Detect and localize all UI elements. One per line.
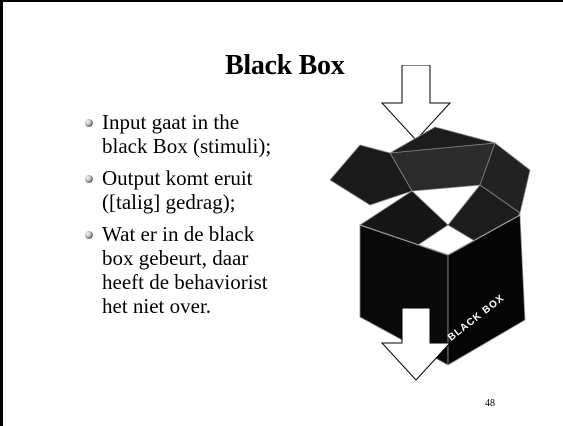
- bullet-line: Wat er in de black: [102, 222, 255, 246]
- bullet-line: ([talig] gedrag);: [102, 190, 236, 214]
- bullet-item-output: Output komt eruit ([talig] gedrag);: [82, 166, 322, 214]
- page-number: 48: [485, 398, 495, 409]
- output-arrow-icon: [380, 307, 452, 381]
- bullet-line: heeft de behaviorist: [102, 270, 268, 294]
- sphere-bullet-icon: [85, 175, 93, 183]
- input-arrow-icon: [380, 65, 452, 141]
- bullet-line: black Box (stimuli);: [102, 134, 272, 158]
- bullet-line: het niet over.: [102, 294, 212, 318]
- bullet-item-inside: Wat er in de black box gebeurt, daar hee…: [82, 222, 322, 318]
- bullet-line: box gebeurt, daar: [102, 246, 249, 270]
- slide-frame-left: [0, 0, 3, 426]
- bullet-line: Output komt eruit: [102, 166, 253, 190]
- black-box-illustration: BLACK BOX: [330, 65, 531, 381]
- bullet-line: Input gaat in the: [102, 110, 240, 134]
- slide-title: Black Box: [225, 50, 345, 81]
- sphere-bullet-icon: [85, 231, 93, 239]
- bullet-list: Input gaat in the black Box (stimuli); O…: [82, 110, 322, 326]
- sphere-bullet-icon: [85, 119, 93, 127]
- slide-frame-top: [0, 0, 563, 2]
- bullet-item-input: Input gaat in the black Box (stimuli);: [82, 110, 322, 158]
